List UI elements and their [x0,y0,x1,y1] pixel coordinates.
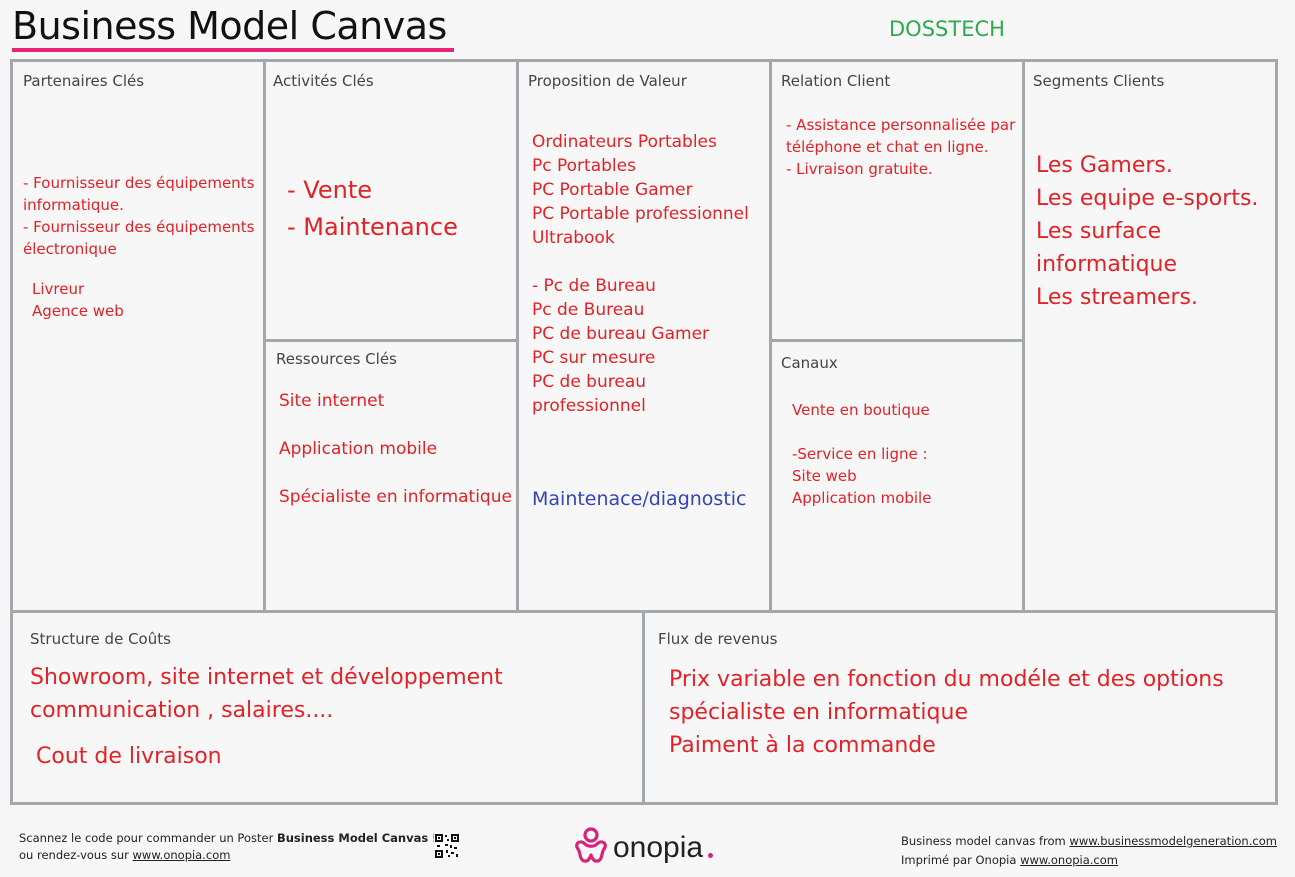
resources-heading: Ressources Clés [276,350,397,368]
footer-scan-prefix: Scannez le code pour commander un Poster [19,831,277,845]
onopia-logo-icon [575,827,607,863]
value-item: PC de bureau [532,372,647,392]
partners-line: Livreur [32,280,85,298]
value-item: professionnel [532,396,646,416]
revenue-list: Prix variable en fonction du modéle et d… [669,663,1224,762]
footer-visit-text: ou rendez-vous sur www.onopia.com [19,847,436,864]
channels-line: Vente en boutique [792,401,930,419]
cost-item: Cout de livraison [36,744,222,769]
segment-item: Les streamers. [1036,285,1198,310]
page-title: Business Model Canvas [12,4,447,48]
channels-heading: Canaux [781,354,838,372]
channel-item: -Service en ligne : [792,445,928,463]
title-underline [12,48,454,52]
footer-printed-text: Imprimé par Onopia www.onopia.com [901,851,1277,870]
relation-heading: Relation Client [781,72,891,90]
revenue-box [642,610,1278,805]
company-name: DOSSTECH [889,17,1005,41]
value-item: Pc Portables [532,156,636,176]
segment-item: Les Gamers. [1036,153,1173,178]
channel-item: Application mobile [792,489,932,507]
value-item: PC de bureau Gamer [532,324,710,344]
value-item: - Pc de Bureau [532,276,656,296]
value-item: Pc de Bureau [532,300,645,320]
footer-right: Business model canvas from www.businessm… [901,832,1277,870]
costs-heading: Structure de Coûts [30,630,171,648]
value-heading: Proposition de Valeur [528,72,687,90]
segment-item: Les surface [1036,219,1162,244]
footer-onopia-link-2[interactable]: www.onopia.com [1020,853,1118,867]
cost-item: communication , salaires.... [30,698,334,723]
footer-scan-bold: Business Model Canvas [276,831,429,845]
partners-line: Agence web [32,302,124,320]
costs-box [10,610,645,805]
segments-heading: Segments Clients [1033,72,1165,90]
onopia-logo-dot [708,853,713,858]
partners-line: électronique [23,240,117,258]
relation-list: - Assistance personnalisée par téléphone… [786,114,1015,180]
qr-code-icon [434,833,460,859]
footer-bmg-link[interactable]: www.businessmodelgeneration.com [1069,834,1277,848]
relation-line: téléphone et chat en ligne. [786,138,989,156]
value-list-desktops: - Pc de Bureau Pc de Bureau PC de bureau… [532,274,709,418]
activity-item: - Vente [287,176,372,204]
value-box [516,59,772,613]
resources-box [263,339,519,613]
relation-line: - Livraison gratuite. [786,160,933,178]
cost-item: Showroom, site internet et développement [30,665,503,690]
segments-list: Les Gamers. Les equipe e-sports. Les sur… [1036,149,1258,314]
activities-heading: Activités Clés [273,72,374,90]
partners-list: - Fournisseur des équipements informatiq… [23,172,254,260]
revenue-heading: Flux de revenus [658,630,778,648]
segment-item: Les equipe e-sports. [1036,186,1259,211]
resource-item: Application mobile [279,439,438,459]
footer-scan-text: Scannez le code pour commander un Poster… [19,830,436,847]
value-item: PC Portable professionnel [532,204,749,224]
segment-item: informatique [1036,252,1178,277]
value-item: PC sur mesure [532,348,656,368]
value-service: Maintenace/diagnostic [532,488,747,510]
channels-list: -Service en ligne : Site web Application… [792,443,931,509]
relation-box [769,59,1025,342]
revenue-item: Prix variable en fonction du modéle et d… [669,667,1224,692]
footer-source-prefix: Business model canvas from [901,834,1070,848]
partners-list-2: Livreur Agence web [32,278,124,322]
footer-onopia-link[interactable]: www.onopia.com [132,848,231,862]
costs-list: Showroom, site internet et développement… [30,661,503,727]
activity-item: - Maintenance [287,213,458,241]
resource-item: Site internet [279,391,385,411]
partners-heading: Partenaires Clés [23,72,145,90]
activities-list: - Vente - Maintenance [287,172,458,246]
partners-line: informatique. [23,196,124,214]
segments-box [1022,59,1278,613]
partners-line: - Fournisseur des équipements [23,174,255,192]
revenue-item: Paiment à la commande [669,733,936,758]
value-list-laptops: Ordinateurs Portables Pc Portables PC Po… [532,130,749,250]
value-item: Ordinateurs Portables [532,132,717,152]
footer-source-text: Business model canvas from www.businessm… [901,832,1277,851]
value-item: Ultrabook [532,228,615,248]
footer-left: Scannez le code pour commander un Poster… [19,830,436,864]
resource-item: Spécialiste en informatique [279,487,512,507]
footer-printed-prefix: Imprimé par Onopia [901,853,1021,867]
activities-box [263,59,519,342]
partners-line: - Fournisseur des équipements [23,218,255,236]
channel-item: Site web [792,467,857,485]
value-item: PC Portable Gamer [532,180,693,200]
partners-box [10,59,266,613]
relation-line: - Assistance personnalisée par [786,116,1016,134]
revenue-item: spécialiste en informatique [669,700,968,725]
footer-visit-prefix: ou rendez-vous sur [19,848,133,862]
onopia-logo-text: onopia [613,831,704,864]
